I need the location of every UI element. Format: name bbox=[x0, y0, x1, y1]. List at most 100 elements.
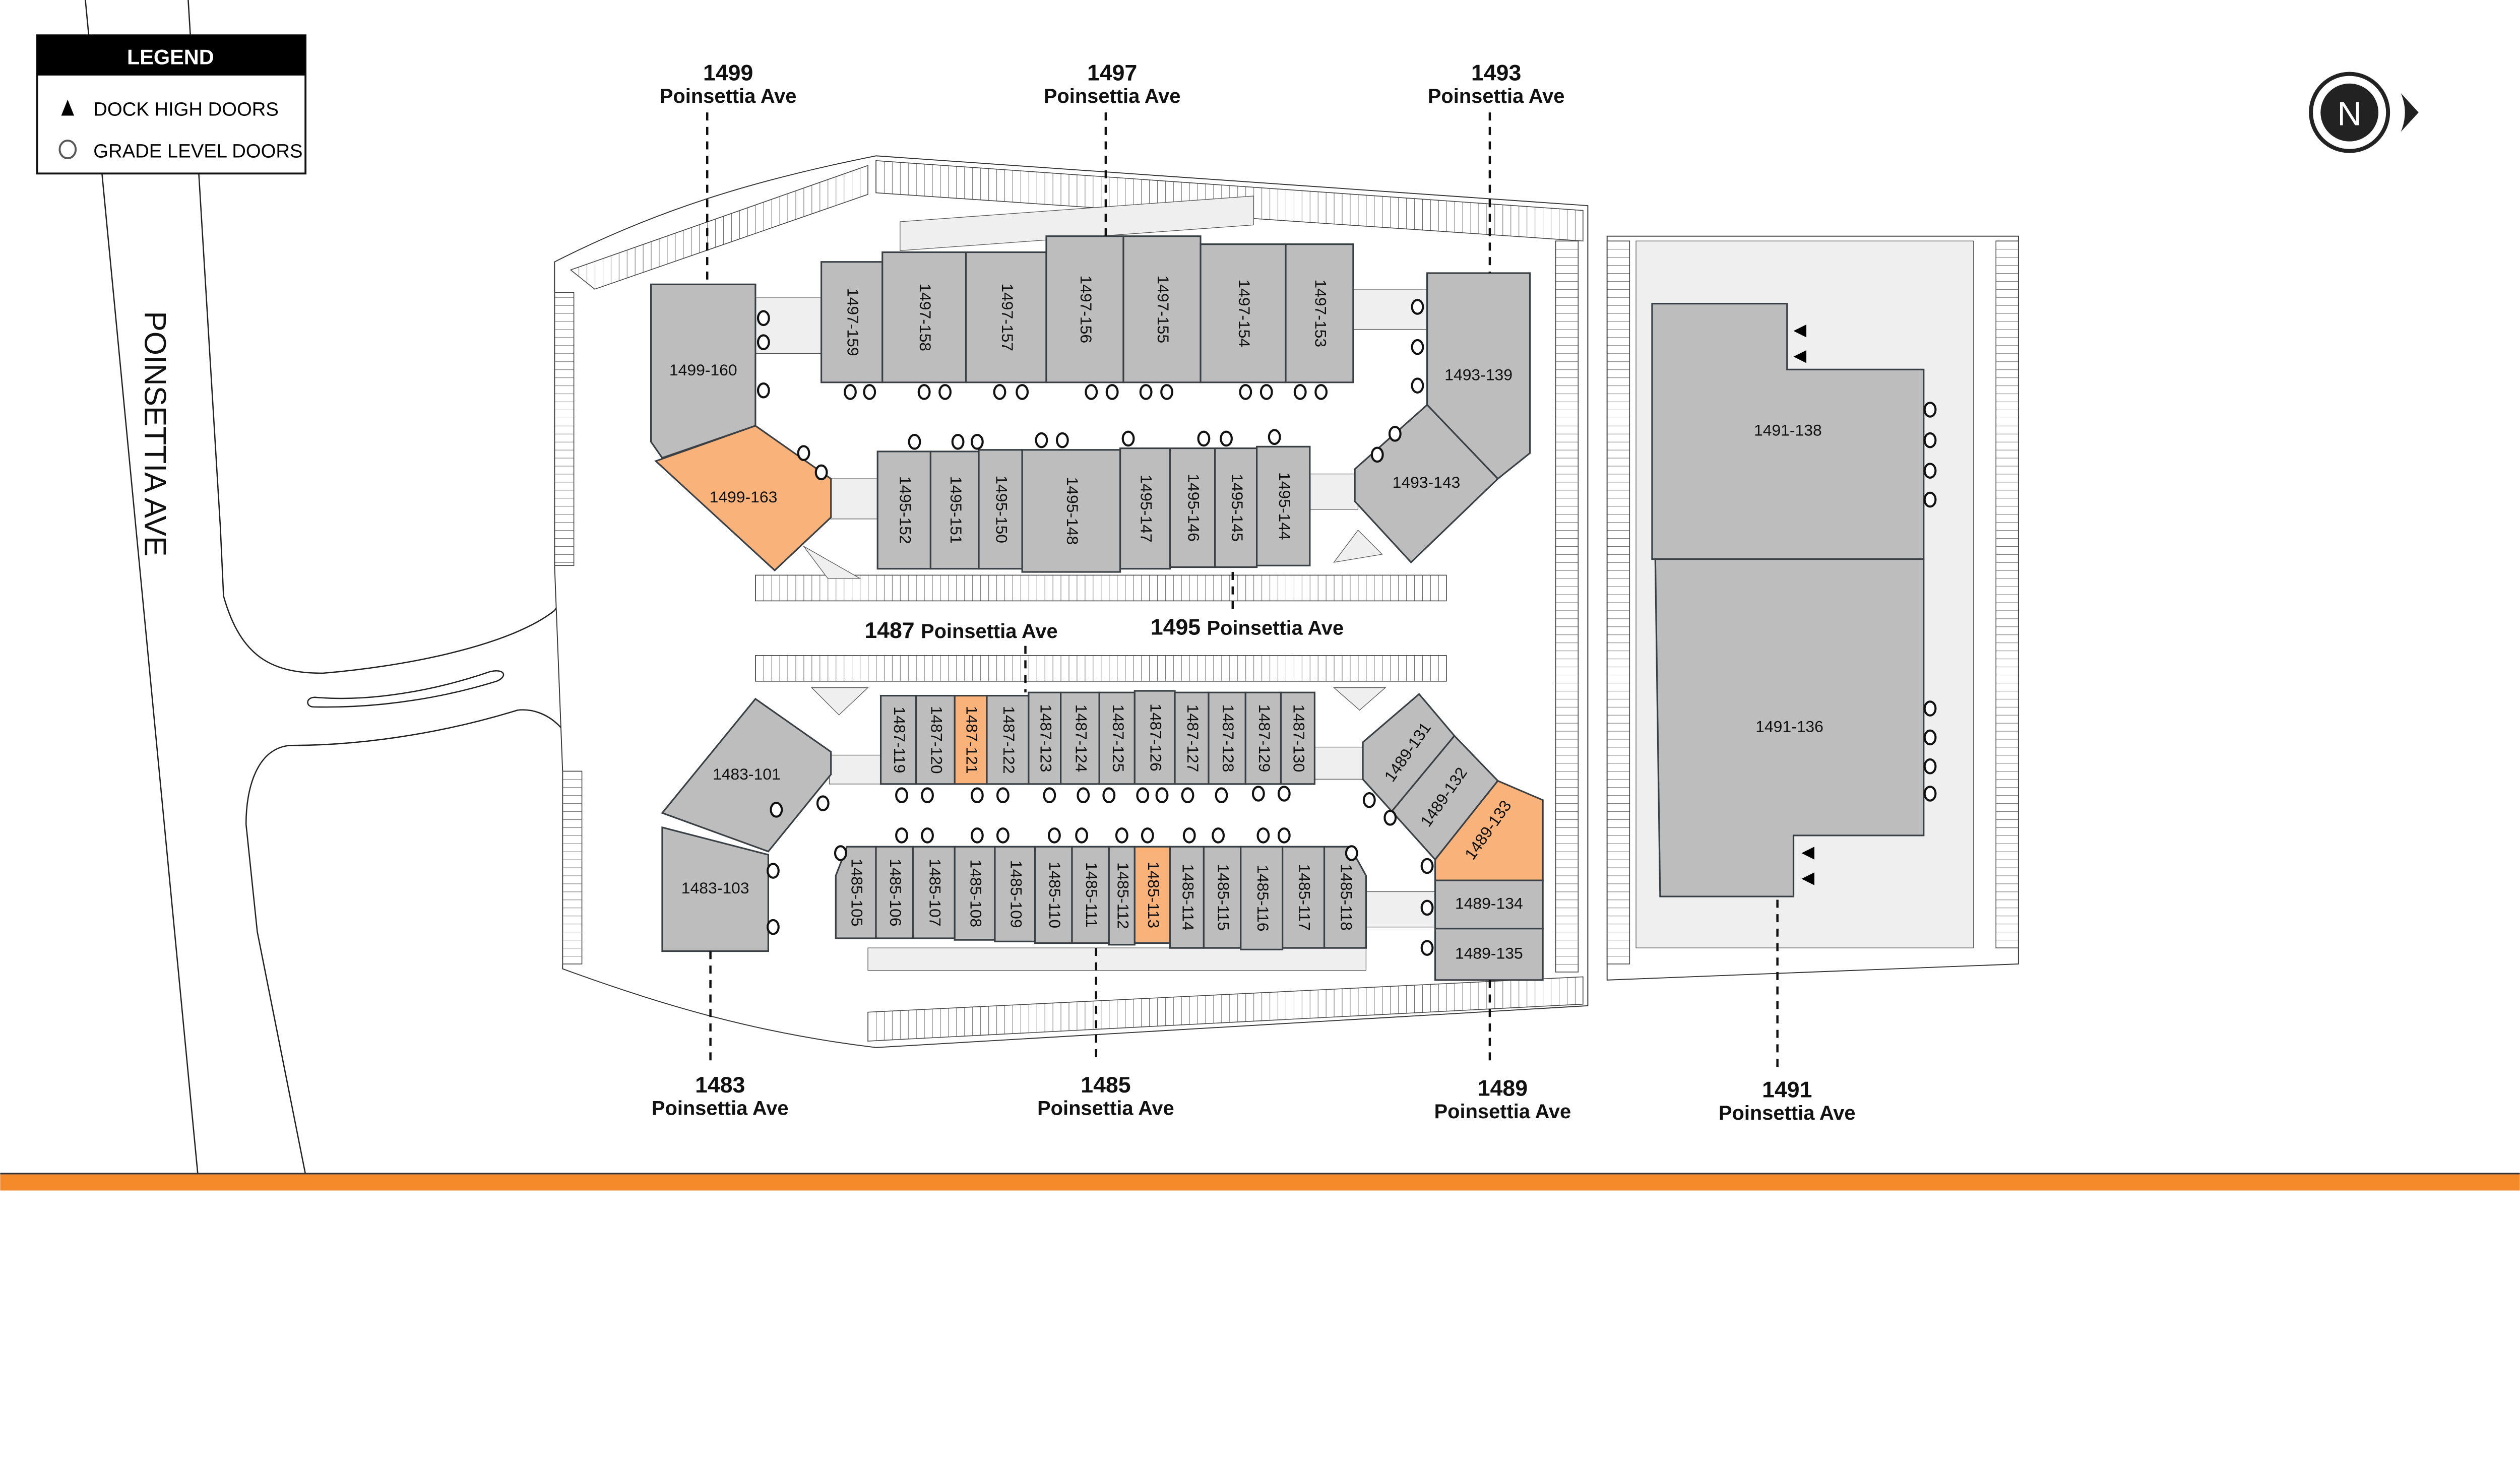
unit-1487-130[interactable]: 1487-130 bbox=[1280, 691, 1315, 785]
address-street: Poinsettia Ave bbox=[652, 1098, 789, 1120]
unit-shape[interactable] bbox=[1280, 691, 1315, 785]
unit-1483-103[interactable]: 1483-103 bbox=[661, 826, 769, 952]
unit-1485-108[interactable]: 1485-108 bbox=[954, 846, 996, 941]
unit-1489-133[interactable]: 1489-133 bbox=[1434, 780, 1544, 881]
road-name-label: POINSETTIA AVE bbox=[138, 311, 172, 556]
unit-1487-122[interactable]: 1487-122 bbox=[986, 694, 1030, 785]
unit-1485-113[interactable]: 1485-113 bbox=[1133, 846, 1171, 944]
unit-1493-139[interactable]: 1493-139 bbox=[1426, 272, 1531, 480]
unit-1485-111[interactable]: 1485-111 bbox=[1071, 846, 1110, 944]
unit-1487-121[interactable]: 1487-121 bbox=[954, 694, 988, 785]
unit-shape[interactable] bbox=[835, 846, 877, 939]
unit-label: 1497-156 bbox=[1077, 275, 1095, 343]
unit-1485-115[interactable]: 1485-115 bbox=[1203, 846, 1242, 949]
unit-1497-157[interactable]: 1497-157 bbox=[965, 251, 1047, 383]
unit-shape[interactable] bbox=[1256, 445, 1311, 566]
unit-1487-123[interactable]: 1487-123 bbox=[1028, 691, 1062, 785]
unit-1495-152[interactable]: 1495-152 bbox=[876, 450, 931, 570]
unit-1485-109[interactable]: 1485-109 bbox=[994, 846, 1036, 942]
unit-label: 1495-151 bbox=[947, 476, 965, 544]
unit-shape[interactable] bbox=[1119, 447, 1171, 570]
north-letter: N bbox=[2337, 95, 2361, 133]
unit-label: 1487-120 bbox=[928, 706, 946, 774]
unit-label: 1485-106 bbox=[887, 859, 905, 927]
unit-shape[interactable] bbox=[1021, 449, 1121, 573]
unit-shape[interactable] bbox=[1108, 846, 1136, 946]
unit-1483-101[interactable]: 1483-101 bbox=[661, 697, 832, 853]
unit-1485-118[interactable]: 1485-118 bbox=[1323, 846, 1367, 949]
unit-shape[interactable] bbox=[1434, 780, 1544, 881]
unit-1495-146[interactable]: 1495-146 bbox=[1169, 447, 1216, 568]
unit-label: 1485-111 bbox=[1083, 862, 1101, 928]
unit-1489-132[interactable]: 1489-132 bbox=[1391, 734, 1499, 861]
grade-level-door-icon bbox=[1035, 432, 1048, 448]
unit-1487-127[interactable]: 1487-127 bbox=[1174, 691, 1210, 785]
unit-1489-135[interactable]: 1489-135 bbox=[1434, 928, 1544, 981]
dock-high-door-icon bbox=[1793, 350, 1807, 363]
unit-1497-153[interactable]: 1497-153 bbox=[1285, 243, 1354, 383]
unit-label: 1487-126 bbox=[1147, 703, 1165, 771]
unit-1485-110[interactable]: 1485-110 bbox=[1034, 846, 1073, 944]
unit-1495-150[interactable]: 1495-150 bbox=[978, 449, 1023, 570]
unit-1495-151[interactable]: 1495-151 bbox=[929, 450, 980, 570]
unit-1487-120[interactable]: 1487-120 bbox=[915, 694, 956, 785]
unit-1487-119[interactable]: 1487-119 bbox=[879, 694, 917, 785]
unit-1485-117[interactable]: 1485-117 bbox=[1282, 846, 1326, 949]
unit-1497-154[interactable]: 1497-154 bbox=[1200, 243, 1287, 383]
unit-shape[interactable] bbox=[1323, 846, 1367, 949]
address-street: Poinsettia Ave bbox=[1434, 1101, 1571, 1123]
unit-1495-144[interactable]: 1495-144 bbox=[1256, 445, 1311, 566]
unit-1491-138[interactable]: 1491-138 bbox=[1651, 302, 1925, 560]
unit-shape[interactable] bbox=[1240, 846, 1284, 950]
unit-label: 1497-155 bbox=[1154, 275, 1172, 343]
unit-1485-106[interactable]: 1485-106 bbox=[875, 846, 914, 939]
unit-shape[interactable] bbox=[1354, 404, 1499, 564]
grade-level-door-icon bbox=[921, 827, 934, 844]
grade-level-door-icon bbox=[1212, 827, 1225, 844]
unit-1487-124[interactable]: 1487-124 bbox=[1060, 691, 1100, 785]
unit-1497-159[interactable]: 1497-159 bbox=[820, 261, 884, 383]
unit-1487-126[interactable]: 1487-126 bbox=[1133, 690, 1176, 785]
unit-shape[interactable] bbox=[1426, 272, 1531, 480]
unit-1485-114[interactable]: 1485-114 bbox=[1169, 846, 1205, 949]
grade-level-door-icon bbox=[895, 787, 908, 803]
unit-label: 1493-139 bbox=[1444, 365, 1513, 383]
unit-shape[interactable] bbox=[661, 697, 832, 853]
grade-level-door-icon bbox=[1411, 377, 1424, 394]
unit-1491-136[interactable]: 1491-136 bbox=[1654, 558, 1925, 897]
unit-1499-163[interactable]: 1499-163 bbox=[654, 425, 832, 572]
unit-1493-143[interactable]: 1493-143 bbox=[1354, 404, 1499, 564]
unit-1497-156[interactable]: 1497-156 bbox=[1045, 235, 1124, 383]
unit-shape[interactable] bbox=[1651, 302, 1925, 560]
unit-1489-134[interactable]: 1489-134 bbox=[1434, 879, 1544, 930]
unit-1485-105[interactable]: 1485-105 bbox=[835, 846, 877, 939]
unit-1485-116[interactable]: 1485-116 bbox=[1240, 846, 1284, 950]
unit-1487-125[interactable]: 1487-125 bbox=[1098, 691, 1136, 785]
unit-1485-112[interactable]: 1485-112 bbox=[1108, 846, 1136, 946]
legend-title: LEGEND bbox=[127, 45, 214, 69]
dock-high-door-icon bbox=[1801, 872, 1814, 885]
unit-shape[interactable] bbox=[654, 425, 832, 572]
unit-label: 1485-112 bbox=[1114, 862, 1132, 929]
unit-shape[interactable] bbox=[1214, 447, 1258, 568]
unit-shape[interactable] bbox=[1654, 558, 1925, 897]
grade-level-door-icon bbox=[1105, 384, 1119, 400]
unit-label: 1485-109 bbox=[1007, 860, 1025, 928]
unit-1495-147[interactable]: 1495-147 bbox=[1119, 447, 1171, 570]
grade-level-door-icon bbox=[993, 384, 1006, 400]
grade-level-door-icon bbox=[1251, 786, 1265, 802]
unit-1497-155[interactable]: 1497-155 bbox=[1122, 235, 1202, 383]
grade-level-door-icon bbox=[1256, 827, 1270, 844]
unit-1485-107[interactable]: 1485-107 bbox=[912, 846, 956, 939]
unit-1495-145[interactable]: 1495-145 bbox=[1214, 447, 1258, 568]
unit-1487-128[interactable]: 1487-128 bbox=[1208, 691, 1246, 785]
unit-shape[interactable] bbox=[1285, 243, 1354, 383]
unit-1497-158[interactable]: 1497-158 bbox=[881, 251, 967, 383]
unit-shape[interactable] bbox=[1434, 928, 1544, 981]
unit-shape[interactable] bbox=[661, 826, 769, 952]
unit-1487-129[interactable]: 1487-129 bbox=[1244, 691, 1282, 785]
legend-grade-level-doors: GRADE LEVEL DOORS bbox=[93, 140, 302, 162]
unit-1495-148[interactable]: 1495-148 bbox=[1021, 449, 1121, 573]
